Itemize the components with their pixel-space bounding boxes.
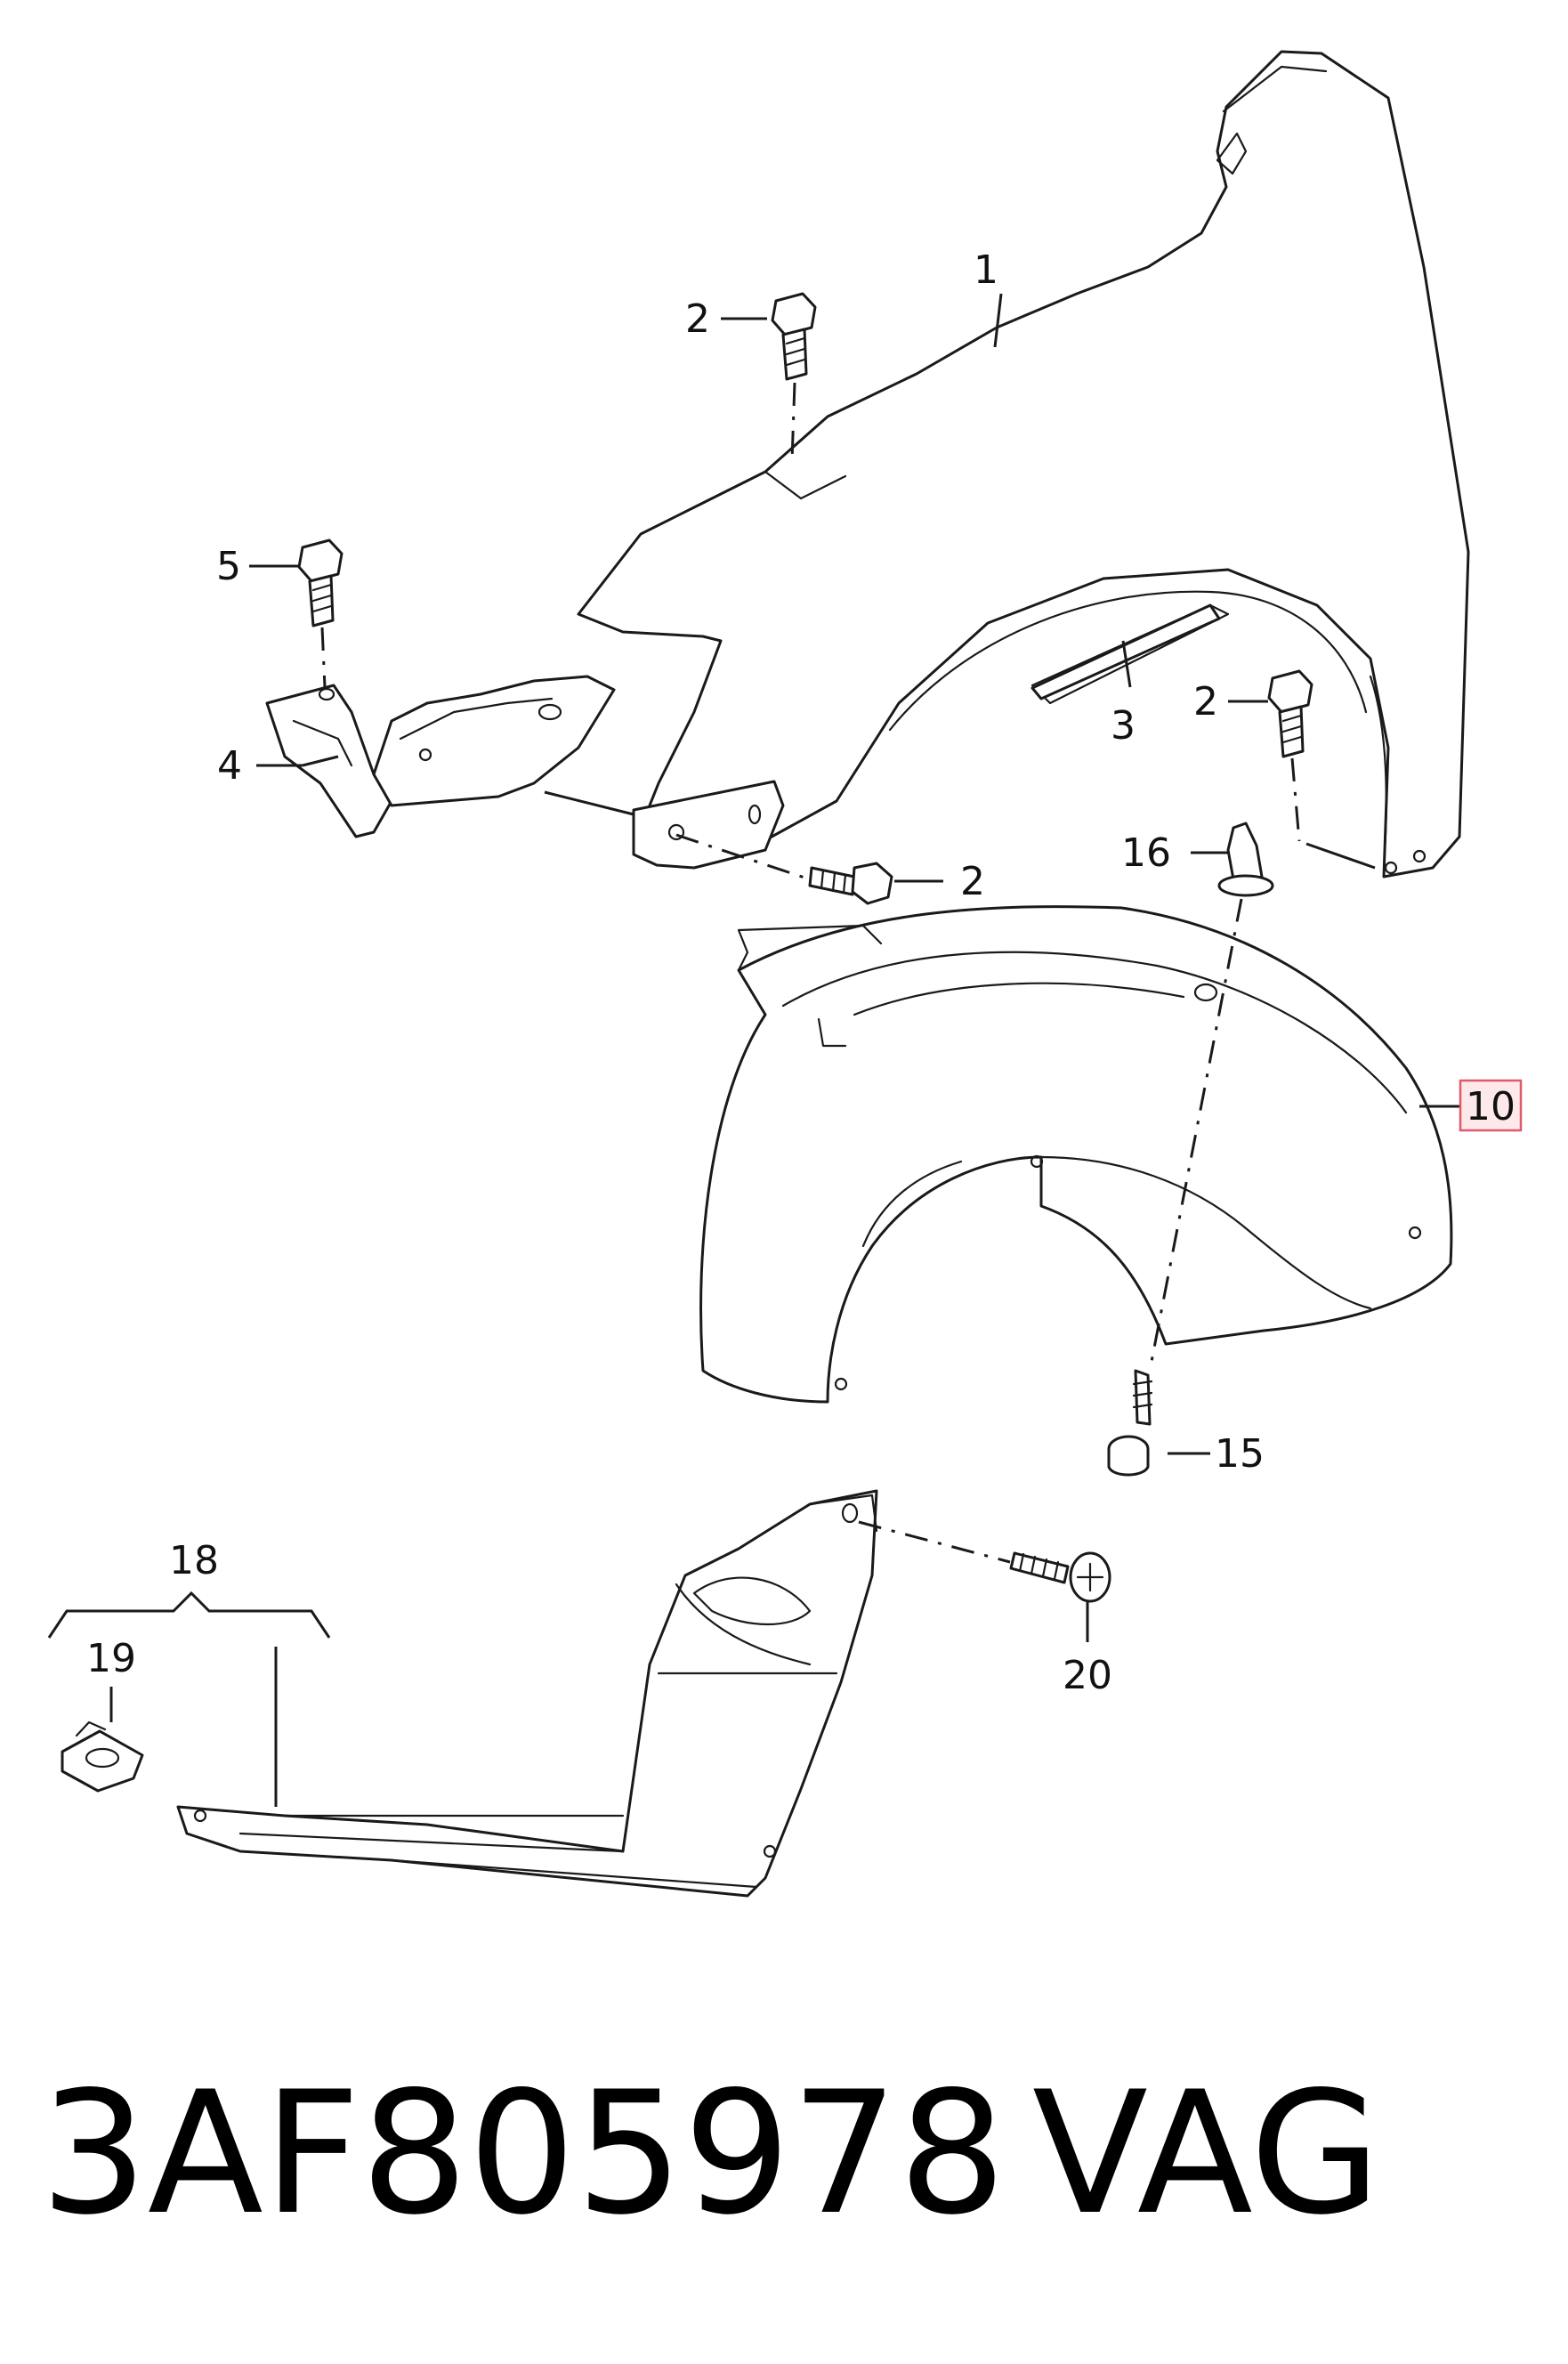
callout-5: 5 (216, 544, 241, 589)
brand-label: VAG (1032, 2055, 1381, 2252)
bolt-2-lower (808, 862, 893, 905)
callout-10-highlight (1459, 1079, 1523, 1132)
callout-10: 10 (1466, 1084, 1515, 1129)
callout-20: 20 (1063, 1653, 1112, 1698)
screw-part-15 (1107, 1369, 1153, 1477)
footer: 3AF805978 VAG (40, 2055, 1381, 2252)
screw-part-20 (1009, 1551, 1111, 1603)
callout-2-top: 2 (685, 296, 710, 342)
leader-lines (47, 293, 1459, 1807)
callout-2-lower: 2 (960, 859, 985, 904)
wheel-liner-part-10 (699, 905, 1453, 1404)
callout-15: 15 (1215, 1431, 1265, 1477)
callout-16: 16 (1121, 830, 1171, 876)
callout-19: 19 (86, 1636, 136, 1681)
bracket-part-4 (265, 675, 616, 838)
fender-part-1 (577, 50, 1470, 878)
part-number: 3AF805978 (40, 2055, 1006, 2252)
callout-3: 3 (1111, 703, 1136, 749)
callout-18: 18 (169, 1538, 219, 1583)
clip-nut-part-19 (61, 1720, 144, 1793)
callout-1: 1 (974, 247, 998, 293)
underbody-panel-part-18 (176, 1489, 878, 1898)
callout-labels: 1 2 5 2 3 4 2 16 10 15 18 19 20 (86, 247, 1523, 1698)
bolt-2-right (1267, 669, 1313, 758)
bolt-2-top (771, 292, 817, 381)
callout-4: 4 (217, 743, 242, 789)
bolt-5 (297, 538, 344, 627)
clip-part-16 (1217, 822, 1274, 897)
callout-2-right: 2 (1193, 679, 1218, 725)
